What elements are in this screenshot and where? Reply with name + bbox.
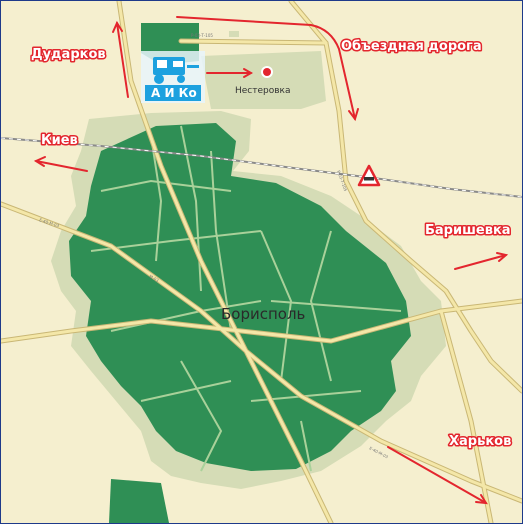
direction-label-barishevka: Баришевка — [425, 223, 511, 238]
tractor-icon — [153, 57, 199, 84]
destination-marker-icon[interactable] — [261, 66, 273, 78]
railway-crossing-warning-icon — [357, 164, 381, 187]
road-code-3: Е-40-М-03 — [39, 217, 60, 228]
city-block-south — [109, 479, 169, 523]
railway — [1, 137, 522, 198]
arrow-harkov-icon — [387, 446, 487, 504]
logo-text: А И Ко — [151, 86, 197, 100]
arrow-bypass-icon — [176, 16, 356, 120]
direction-arrows — [33, 16, 509, 505]
city-label: Борисполь — [221, 305, 305, 323]
road-code-1: Р-03-Т-105 — [191, 33, 213, 38]
arrow-bypass-head-icon — [348, 108, 359, 122]
arrow-kiev-head-icon — [33, 156, 46, 167]
company-logo[interactable]: А И Ко — [141, 51, 205, 103]
direction-label-bypass: Объездная дорога — [341, 39, 482, 54]
arrow-barishevka-icon — [454, 254, 507, 270]
city-area — [69, 123, 411, 471]
road-code-5: Е-40-М-03 — [369, 445, 390, 459]
arrow-harkov-head-icon — [475, 494, 488, 505]
village-block — [229, 31, 239, 37]
direction-label-kiev: Киев — [41, 133, 78, 148]
arrow-dudarkov-head-icon — [112, 20, 123, 33]
road-code-4: М-03 — [149, 274, 161, 284]
village-label: Нестеровка — [235, 86, 291, 96]
suburb-area-north — [201, 51, 326, 109]
arrow-barishevka-head-icon — [496, 252, 509, 262]
direction-label-harkov: Харьков — [449, 434, 511, 449]
arrow-kiev-icon — [35, 160, 88, 172]
arrow-logo-head-icon — [243, 68, 254, 78]
direction-label-dudarkov: Дударков — [31, 47, 106, 62]
arrow-dudarkov-icon — [116, 22, 129, 98]
